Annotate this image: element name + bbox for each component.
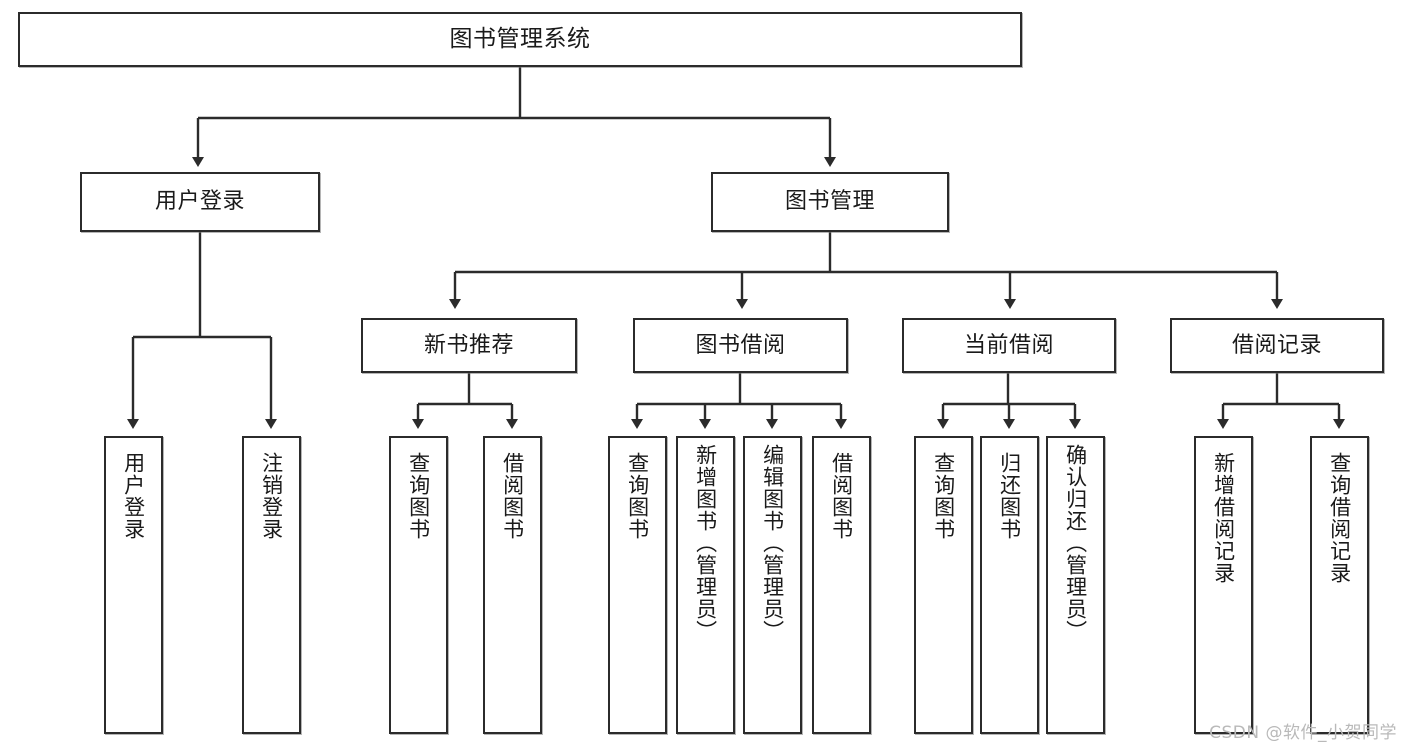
node-leaf-logout-login-label: 注销登录 xyxy=(259,452,284,540)
node-leaf-borrow-book-2-label: 借阅图书 xyxy=(829,452,854,540)
node-leaf-query-book-2-label: 查询图书 xyxy=(625,452,650,540)
node-leaf-borrow-book-1-label: 借阅图书 xyxy=(500,452,525,540)
node-leaf-confirm-return-label: 确认归还（管理员） xyxy=(1063,444,1088,642)
node-current-borrow[interactable]: 当前借阅 xyxy=(902,318,1116,373)
node-user-login[interactable]: 用户登录 xyxy=(80,172,320,232)
node-leaf-user-login-label: 用户登录 xyxy=(121,452,146,540)
node-leaf-add-record[interactable]: 新增借阅记录 xyxy=(1194,436,1253,734)
node-leaf-return-book[interactable]: 归还图书 xyxy=(980,436,1039,734)
csdn-watermark: CSDN @软件_小贺同学 xyxy=(1209,723,1397,743)
node-current-borrow-label: 当前借阅 xyxy=(963,332,1054,358)
node-leaf-query-book-1-label: 查询图书 xyxy=(406,452,431,540)
node-leaf-borrow-book-1[interactable]: 借阅图书 xyxy=(483,436,542,734)
node-root[interactable]: 图书管理系统 xyxy=(18,12,1022,67)
node-leaf-query-book-3[interactable]: 查询图书 xyxy=(914,436,973,734)
node-leaf-query-record-label: 查询借阅记录 xyxy=(1327,452,1352,584)
node-borrow-record-label: 借阅记录 xyxy=(1231,332,1322,358)
node-borrow-record[interactable]: 借阅记录 xyxy=(1170,318,1384,373)
node-leaf-add-book[interactable]: 新增图书（管理员） xyxy=(676,436,735,734)
node-user-login-label: 用户登录 xyxy=(154,189,245,215)
node-leaf-edit-book[interactable]: 编辑图书（管理员） xyxy=(743,436,802,734)
node-leaf-query-book-2[interactable]: 查询图书 xyxy=(608,436,667,734)
node-leaf-query-record[interactable]: 查询借阅记录 xyxy=(1310,436,1369,734)
node-leaf-query-book-1[interactable]: 查询图书 xyxy=(389,436,448,734)
node-book-borrow[interactable]: 图书借阅 xyxy=(633,318,848,373)
node-leaf-user-login[interactable]: 用户登录 xyxy=(104,436,163,734)
node-leaf-return-book-label: 归还图书 xyxy=(997,452,1022,540)
node-root-label: 图书管理系统 xyxy=(449,25,591,52)
node-book-manage[interactable]: 图书管理 xyxy=(711,172,949,232)
node-leaf-add-book-label: 新增图书（管理员） xyxy=(693,444,718,642)
node-leaf-borrow-book-2[interactable]: 借阅图书 xyxy=(812,436,871,734)
node-new-book-recommend-label: 新书推荐 xyxy=(423,332,514,358)
node-book-borrow-label: 图书借阅 xyxy=(695,332,786,358)
node-leaf-confirm-return[interactable]: 确认归还（管理员） xyxy=(1046,436,1105,734)
node-leaf-add-record-label: 新增借阅记录 xyxy=(1211,452,1236,584)
node-leaf-edit-book-label: 编辑图书（管理员） xyxy=(760,444,785,642)
node-new-book-recommend[interactable]: 新书推荐 xyxy=(361,318,577,373)
node-leaf-query-book-3-label: 查询图书 xyxy=(931,452,956,540)
node-book-manage-label: 图书管理 xyxy=(784,189,875,215)
node-leaf-logout-login[interactable]: 注销登录 xyxy=(242,436,301,734)
